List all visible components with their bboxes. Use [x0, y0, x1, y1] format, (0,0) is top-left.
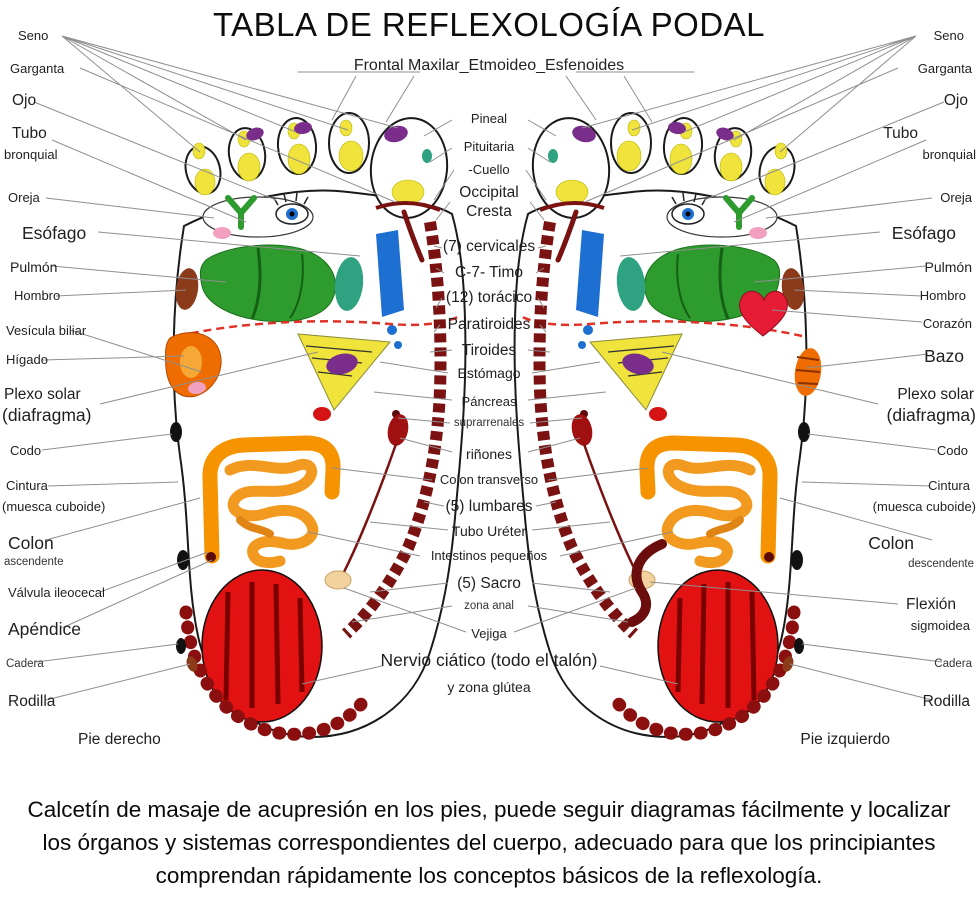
label-left-diafragma: (diafragma)	[2, 405, 92, 425]
label-right-foot-caption: Pie derecho	[78, 731, 161, 748]
label-left-oreja: Oreja	[8, 190, 40, 205]
label-left-hombro: Hombro	[14, 288, 61, 303]
label-center-pancreas: Páncreas	[461, 394, 517, 409]
label-left-esofago: Esófago	[22, 223, 87, 243]
description-text: Calcetín de masaje de acupresión en los …	[27, 797, 951, 889]
label-right-colon-sub: descendente	[908, 558, 974, 570]
left-foot-illustration	[515, 113, 822, 737]
label-left-codo: Codo	[10, 443, 42, 458]
label-right-corazon: Corazón	[922, 316, 972, 331]
label-center-colon-transverso: Colon transverso	[439, 472, 539, 487]
label-left-ojo: Ojo	[12, 92, 37, 109]
label-center-rinones: riñones	[466, 446, 512, 462]
label-left-plexo: Plexo solar	[4, 386, 81, 403]
spleen-region	[794, 348, 822, 396]
label-left-rodilla: Rodilla	[8, 693, 56, 710]
label-right-bazo: Bazo	[924, 346, 964, 366]
left-leader-lines	[33, 35, 399, 701]
label-left-apendice: Apéndice	[8, 619, 81, 639]
label-right-flexion: Flexión	[906, 596, 956, 613]
label-right-hombro: Hombro	[919, 288, 966, 303]
label-center-ureter: Tubo Uréter	[451, 523, 527, 539]
label-center-intestinos: Intestinos pequeños	[430, 548, 548, 563]
label-right-diafragma: (diafragma)	[886, 405, 976, 425]
label-right-pulmon: Pulmón	[924, 259, 972, 275]
label-right-cadera: Cadera	[934, 658, 972, 670]
label-center-cervicales: (7) cervicales	[442, 238, 536, 255]
sigmoid-flexure	[627, 539, 667, 627]
label-center-cresta: Cresta	[466, 203, 512, 220]
label-center-vejiga: Vejiga	[471, 626, 507, 641]
label-center-nervio-ciatico: Nervio ciático (todo el talón)	[380, 650, 598, 670]
label-center-estomago: Estómago	[457, 365, 521, 381]
label-left-seno: Seno	[18, 28, 49, 43]
label-left-garganta: Garganta	[10, 61, 65, 76]
label-right-codo: Codo	[936, 443, 968, 458]
right-leader-lines	[581, 35, 945, 701]
gallbladder-zone	[188, 381, 206, 395]
label-right-sigmoidea: sigmoidea	[910, 618, 970, 633]
label-center-zona-anal: zona anal	[464, 600, 514, 612]
label-left-foot-caption: Pie izquierdo	[800, 731, 890, 748]
center-leader-lines	[301, 119, 679, 685]
label-center-pineal: Pineal	[470, 111, 508, 126]
label-right-ojo: Ojo	[943, 92, 968, 109]
label-center-toracico: (12) torácico	[445, 289, 533, 306]
page-title: TABLA DE REFLEXOLOGÍA PODAL	[212, 6, 766, 43]
label-right-plexo: Plexo solar	[897, 386, 974, 403]
label-right-muesca: (muesca cuboide)	[872, 499, 976, 514]
label-right-tubo: Tubo	[883, 125, 918, 142]
label-center-cuello: -Cuello	[468, 162, 510, 177]
label-right-cintura: Cintura	[928, 478, 970, 493]
label-center-tiroides: Tiroides	[461, 342, 517, 359]
label-left-bronquial: bronquial	[4, 147, 58, 162]
label-right-seno: Seno	[933, 28, 964, 43]
label-left-tubo: Tubo	[12, 125, 47, 142]
heart-region	[739, 290, 788, 337]
foot-reflexology-diagram	[33, 35, 945, 770]
subtitle-leader-lines	[298, 71, 694, 123]
label-right-garganta: Garganta	[917, 61, 972, 76]
label-center-occipital: Occipital	[459, 184, 519, 201]
label-right-colon: Colon	[868, 533, 914, 553]
label-left-colon-sub: ascendente	[4, 556, 64, 568]
label-left-valvula: Válvula ileocecal	[8, 585, 105, 600]
label-right-bronquial: bronquial	[922, 147, 977, 162]
label-left-cintura: Cintura	[6, 478, 48, 493]
label-left-colon: Colon	[8, 533, 54, 553]
label-center-suprarrenales: suprarrenales	[453, 417, 525, 429]
label-center-sacro: (5) Sacro	[457, 575, 521, 592]
label-left-pulmon: Pulmón	[10, 259, 58, 275]
label-left-muesca: (muesca cuboide)	[2, 499, 106, 514]
label-left-higado: Hígado	[6, 352, 48, 367]
label-center-timo: C-7- Timo	[454, 264, 524, 281]
label-right-oreja: Oreja	[940, 190, 972, 205]
label-center-paratiroides: Paratiroides	[447, 316, 531, 333]
label-center-zona-glutea: y zona glútea	[447, 679, 531, 695]
label-right-rodilla: Rodilla	[922, 693, 970, 710]
label-left-vesicula: Vesícula biliar	[6, 323, 87, 338]
label-center-pituitaria: Pituitaria	[463, 139, 515, 154]
label-left-cadera: Cadera	[6, 658, 44, 670]
subtitle-frontal: Frontal Maxilar_Etmoideo_Esfenoides	[353, 57, 625, 74]
label-center-lumbares: (5) lumbares	[445, 498, 533, 515]
label-right-esofago: Esófago	[891, 223, 956, 243]
